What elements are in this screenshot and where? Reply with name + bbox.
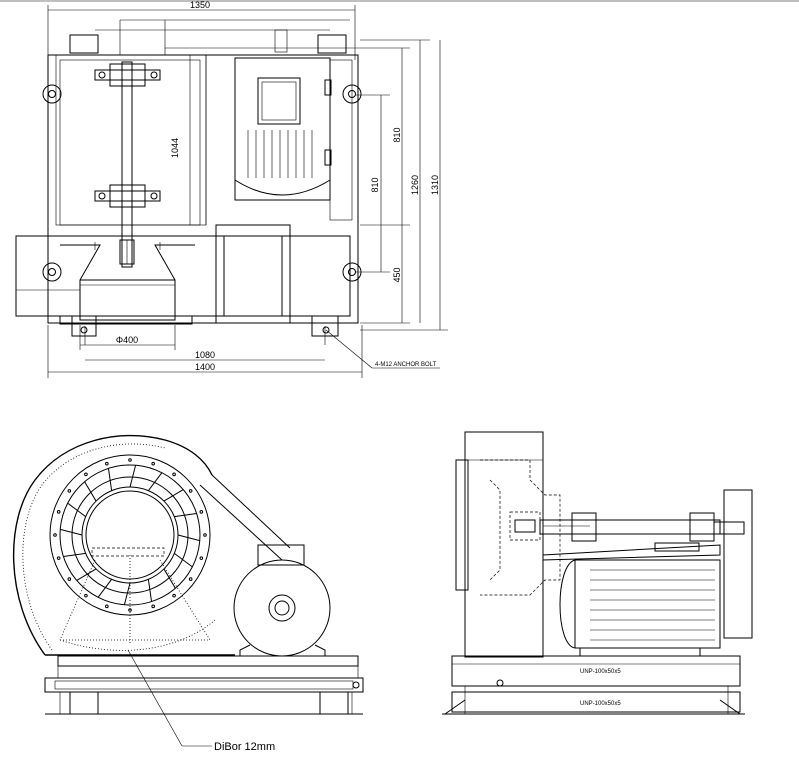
- impeller-blade: [123, 582, 131, 605]
- plan-view: 1350 1044: [15, 0, 448, 378]
- impeller-blade: [67, 502, 86, 518]
- flange-bolt-hole: [56, 556, 61, 560]
- flange-bolt-hole: [84, 472, 88, 477]
- dim-mid-right: 810: [370, 177, 380, 192]
- flange-bolt-hole: [203, 533, 207, 537]
- side-view: UNP-100x50x5 UNP-100x50x5: [442, 431, 753, 715]
- dim-overall-width: 1400: [195, 362, 215, 372]
- dim-height-1310: 1310: [430, 175, 440, 195]
- frame-upper-label: UNP-100x50x5: [580, 669, 621, 675]
- impeller-blade: [147, 472, 163, 491]
- dim-base-height: 450: [392, 267, 402, 282]
- flange-bolt-hole: [105, 604, 109, 609]
- dim-inlet-dia: Φ400: [116, 335, 138, 345]
- front-view: DiBor 12mm: [12, 434, 364, 753]
- flange-bolt-hole: [151, 604, 155, 609]
- impeller-blade: [63, 552, 86, 558]
- flange-bolt-hole: [188, 489, 193, 493]
- flange-bolt-hole: [53, 533, 57, 537]
- dim-upper-right: 810: [392, 127, 402, 142]
- impeller-blade: [84, 481, 97, 502]
- flange-bolt-hole: [84, 593, 88, 598]
- impeller-blade: [174, 552, 193, 568]
- impeller-blade: [76, 568, 97, 581]
- frame-lower-label: UNP-100x50x5: [580, 701, 621, 707]
- flange-bolt-hole: [105, 461, 109, 466]
- impeller-blade: [147, 579, 153, 602]
- dibor-note: DiBor 12mm: [214, 741, 275, 753]
- impeller-blade: [129, 465, 137, 488]
- impeller-blade: [163, 568, 176, 589]
- flange-bolt-hole: [151, 461, 155, 466]
- flange-bolt-hole: [128, 608, 132, 612]
- flange-bolt-hole: [172, 593, 176, 598]
- impeller-blade: [174, 512, 197, 518]
- flange-bolt-hole: [188, 577, 193, 581]
- impeller-blade: [107, 468, 113, 491]
- impeller-blade: [163, 489, 184, 502]
- impeller-blade: [177, 534, 200, 542]
- flange-bolt-hole: [172, 472, 176, 477]
- flange-bolt-hole: [199, 556, 204, 560]
- impeller-blade: [60, 528, 83, 536]
- flange-bolt-hole: [67, 577, 72, 581]
- flange-bolt-hole: [199, 510, 204, 514]
- impeller-blade: [97, 579, 113, 598]
- anchor-bolt-note: 4-M12 ANCHOR BOLT: [375, 362, 437, 368]
- flange-bolt-hole: [56, 510, 61, 514]
- dim-anchor-span: 1080: [195, 350, 215, 360]
- dim-shaft-span: 1044: [170, 138, 180, 158]
- flange-bolt-hole: [67, 489, 72, 493]
- dim-height-1260: 1260: [410, 175, 420, 195]
- flange-bolt-hole: [128, 458, 132, 462]
- dim-top-width: 1350: [190, 0, 210, 10]
